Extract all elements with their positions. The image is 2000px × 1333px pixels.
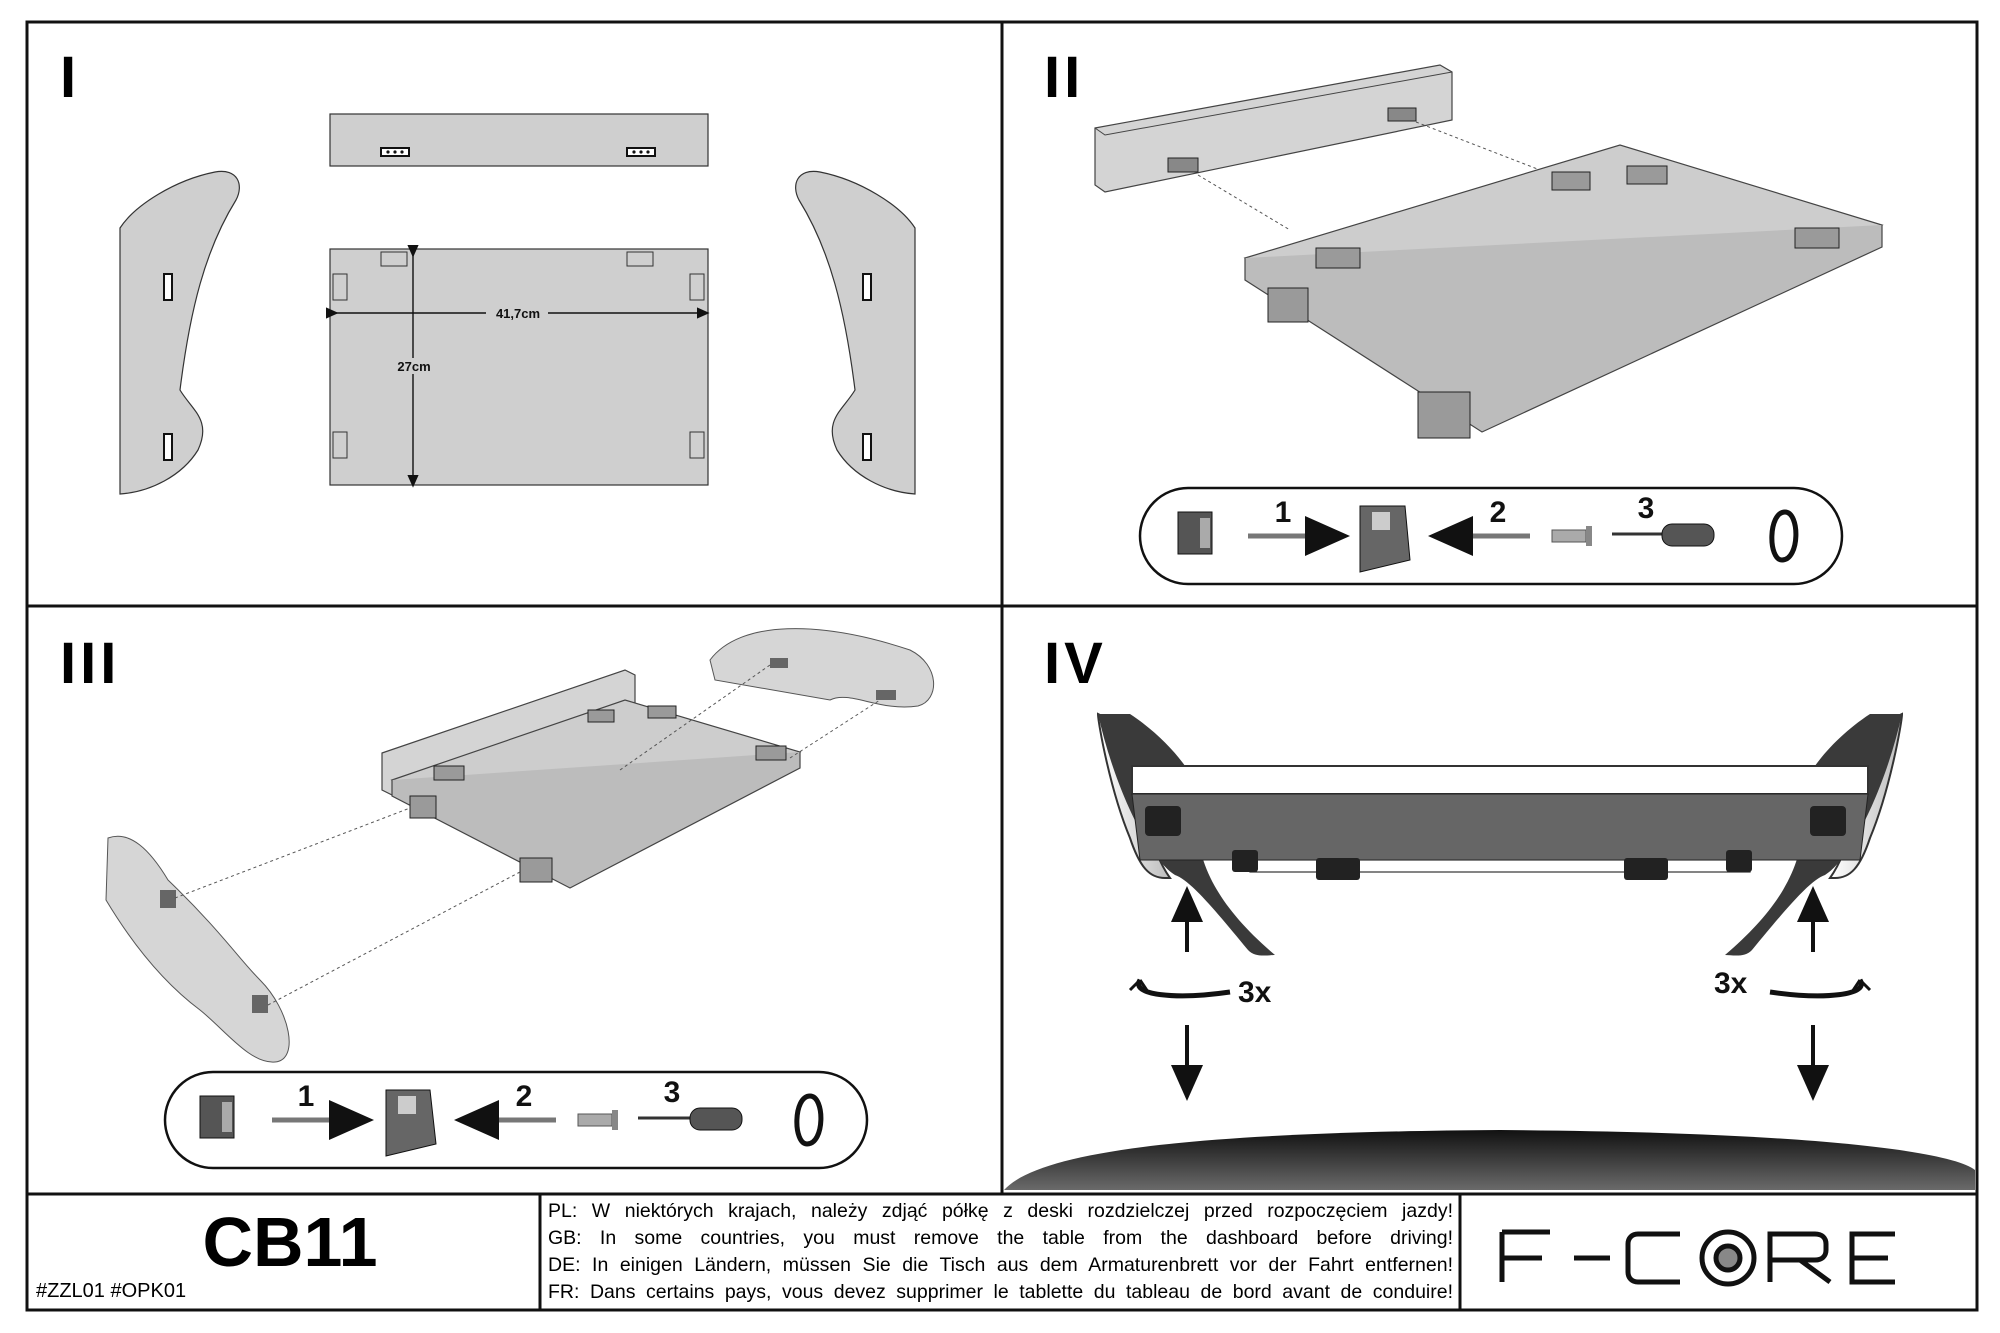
hinge-icon (332, 251, 705, 459)
table-board (329, 248, 709, 486)
panel-3: 1 2 3 (105, 628, 934, 1170)
screw-icon (577, 1110, 618, 1130)
panel-4: 3x 3x (1004, 712, 1975, 1190)
rotate-icon (1136, 978, 1231, 999)
side-bracket-left (105, 835, 290, 1063)
connector-icon (199, 1095, 235, 1139)
panel-1-numeral: I (60, 45, 81, 110)
cam-fitting-icon (163, 273, 872, 461)
side-bracket-right (709, 628, 934, 708)
product-codes: #ZZL01 #OPK01 (36, 1280, 187, 1302)
bracket-icon (385, 1089, 437, 1157)
right-turn-count: 3x (1714, 967, 1748, 1000)
rotate-icon (1769, 509, 1799, 563)
screwdriver-icon (638, 1107, 743, 1131)
screw-icon (1551, 526, 1592, 546)
connector-icon (1177, 511, 1213, 555)
side-bracket-left (119, 170, 240, 495)
rotate-icon (1769, 978, 1864, 999)
panel-4-numeral: IV (1044, 631, 1107, 696)
table-board (1131, 765, 1869, 795)
cam-fitting-icon (380, 147, 656, 157)
side-bracket-right (795, 170, 916, 495)
step-1-label: 1 (1275, 496, 1292, 529)
warning-de: DE: In einigen Ländern, müssen Sie die T… (548, 1254, 1453, 1276)
panel-3-numeral: III (60, 631, 121, 696)
panel-2: 1 2 3 (1094, 64, 1884, 586)
panel-grid (25, 20, 1979, 1312)
panel-1: 41,7cm 27cm (119, 113, 916, 495)
rail-piece (1094, 64, 1453, 193)
step-1-label: 1 (298, 1080, 315, 1113)
left-turn-count: 3x (1238, 976, 1272, 1009)
step-3-label: 3 (1638, 492, 1655, 525)
warning-fr: FR: Dans certains pays, vous devez suppr… (548, 1281, 1453, 1303)
panel-2-numeral: II (1044, 45, 1085, 110)
rotate-icon (794, 1093, 824, 1147)
brand-logo (1499, 1229, 1895, 1287)
warning-gb: GB: In some countries, you must remove t… (548, 1227, 1453, 1249)
hinge-icon (1145, 806, 1846, 880)
step-3-label: 3 (664, 1076, 681, 1109)
height-label: 27cm (397, 359, 430, 374)
screwdriver-icon (1612, 523, 1715, 547)
warning-pl: PL: W niektórych krajach, należy zdjąć p… (548, 1200, 1453, 1222)
hinge-icon (409, 705, 787, 883)
rail-piece (329, 113, 709, 167)
model-number: CB11 (202, 1203, 378, 1281)
bracket-icon (1359, 505, 1411, 573)
dashboard-surface (1004, 1130, 1975, 1190)
width-label: 41,7cm (496, 306, 540, 321)
step-2-label: 2 (1490, 496, 1507, 529)
step-2-label: 2 (516, 1080, 533, 1113)
hinge-icon (1267, 165, 1840, 439)
